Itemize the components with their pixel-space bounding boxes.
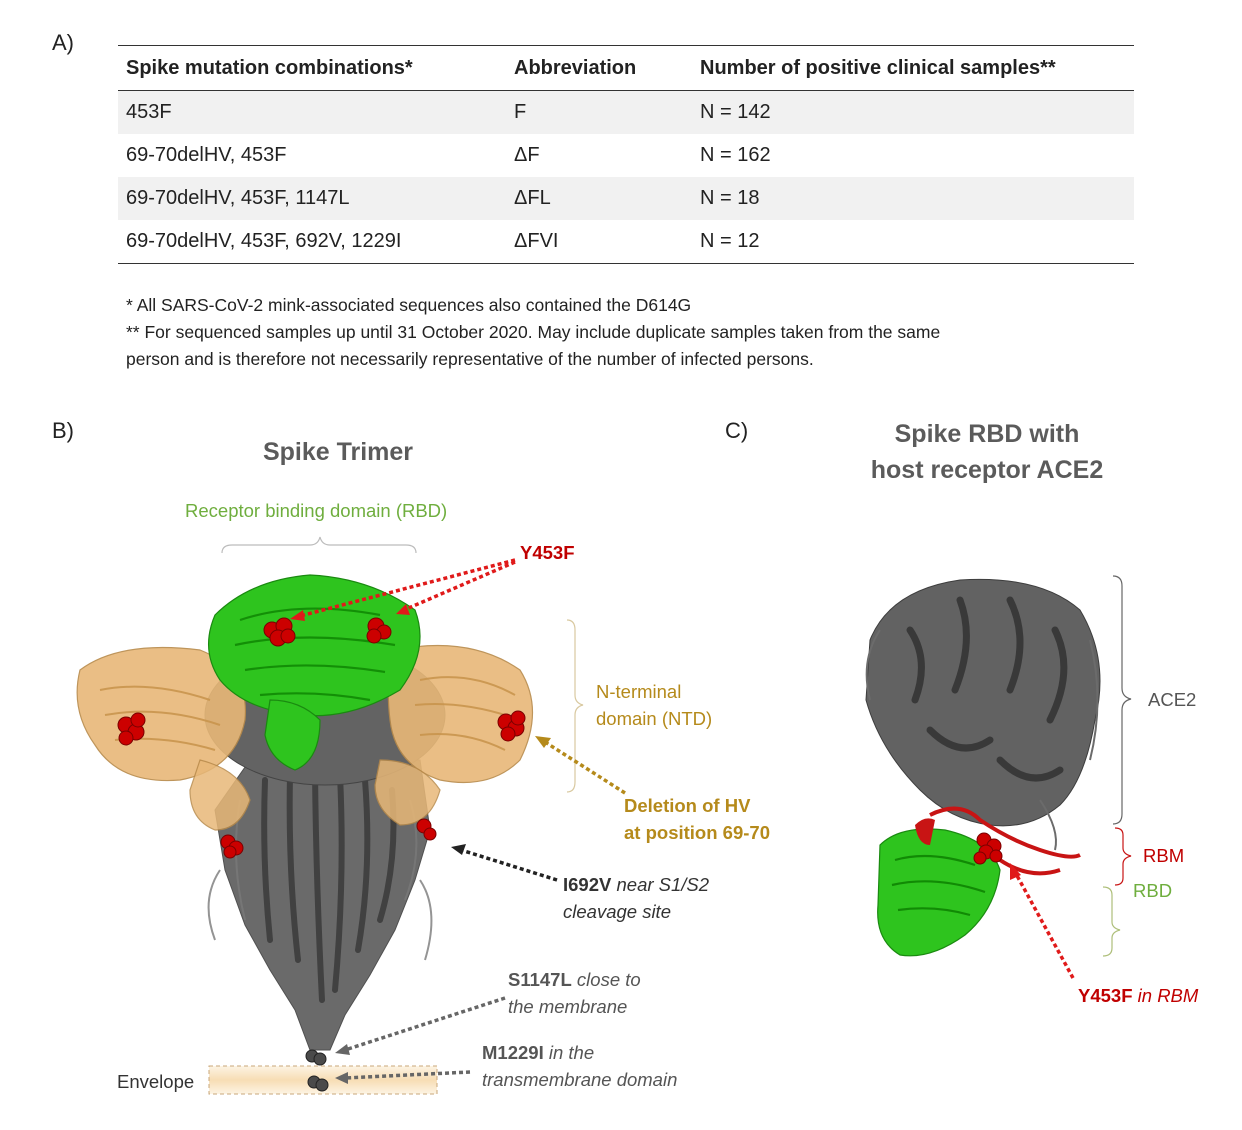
m1229i-arrowhead	[335, 1072, 348, 1084]
table-cell: 69-70delHV, 453F, 692V, 1229I	[118, 220, 506, 264]
table-cell: N = 142	[692, 90, 1134, 134]
table-header: Abbreviation	[506, 45, 692, 91]
rbd-ace2-title-line1: Spike RBD with	[894, 420, 1080, 448]
spike-trimer-title: Spike Trimer	[262, 438, 414, 466]
rbd-ace2-title-line2: host receptor ACE2	[870, 456, 1104, 484]
y453f-arrowhead-1	[290, 610, 305, 621]
table-row: 69-70delHV, 453F, 692V, 1229I ΔFVI N = 1…	[118, 220, 1134, 264]
rbm-label: RBM	[1143, 845, 1185, 866]
y453f-c-mutation: Y453F	[1078, 985, 1133, 1006]
mutation-table: Spike mutation combinations* Abbreviatio…	[118, 45, 1134, 264]
i692v-arrowhead	[451, 844, 466, 855]
ntd-bottom-left	[189, 759, 251, 831]
ntd-label-line1: N-terminal	[596, 681, 682, 702]
rbd-c-strands	[891, 854, 986, 917]
m1229i-label-line2: transmembrane domain	[482, 1069, 678, 1090]
table-cell: N = 12	[692, 220, 1134, 264]
table-cell: ΔFVI	[506, 220, 692, 264]
i692v-label-line1: I692V near S1/S2	[563, 871, 709, 898]
deletion-label-line2: at position 69-70	[624, 822, 770, 843]
m1229i-label-line1: M1229I in the	[482, 1039, 594, 1066]
s1147l-desc: close to	[571, 969, 641, 990]
ntd-bottom-right	[374, 759, 441, 826]
y453f-spheres	[263, 617, 392, 647]
s2-stalk	[214, 759, 431, 1051]
table-cell: 453F	[118, 90, 506, 134]
y453f-c-spheres	[973, 832, 1003, 865]
y453f-label: Y453F	[520, 542, 575, 563]
y453f-arrowhead-2	[396, 604, 410, 615]
m1229i-desc: in the	[543, 1042, 595, 1063]
rbd-green	[207, 574, 421, 771]
table-row: 69-70delHV, 453F, 1147L ΔFL N = 18	[118, 177, 1134, 220]
s1147l-arrow	[344, 996, 506, 1052]
rbd-c-structure	[877, 828, 1001, 957]
i692v-arrow	[460, 848, 558, 882]
ntd-bracket	[566, 619, 584, 793]
m1229i-mutation: M1229I	[482, 1042, 544, 1063]
rbm-red-fill	[915, 818, 935, 845]
ace2-label: ACE2	[1148, 689, 1197, 710]
deletion-arrowhead	[535, 736, 551, 748]
panel-label-c: C)	[725, 418, 749, 443]
ace2-helices	[906, 596, 1068, 782]
i692v-desc: near S1/S2	[611, 874, 710, 895]
y453f-c-arrowhead	[1010, 863, 1021, 880]
table-cell: N = 162	[700, 144, 771, 166]
footnote-2-line2: person and is therefore not necessarily …	[126, 349, 814, 369]
hv-deletion-spheres	[117, 710, 526, 746]
rbd-label: Receptor binding domain (RBD)	[185, 500, 448, 521]
s2-helices	[261, 767, 397, 1003]
ace2-structure	[865, 578, 1101, 827]
deletion-label-line1: Deletion of HV	[624, 795, 751, 816]
table-cell: 69-70delHV, 453F	[126, 144, 287, 166]
y453f-arrows	[299, 558, 516, 618]
table-header: Number of positive clinical samples**	[692, 45, 1134, 91]
ntd-label-line2: domain (NTD)	[596, 708, 713, 729]
table-row: 453F F N = 142	[118, 90, 1134, 134]
table-cell: N = 18	[692, 177, 1134, 220]
rbd-label-c: RBD	[1133, 880, 1173, 901]
ace2-loops	[865, 629, 1099, 851]
panel-label-a: A)	[52, 30, 74, 55]
y453f-rbm-label: Y453F in RBM	[1078, 982, 1198, 1009]
footnote-2-line1: ** For sequenced samples up until 31 Oct…	[126, 322, 941, 342]
rbm-red	[929, 806, 1081, 876]
ace2-bracket	[1112, 575, 1132, 825]
s1147l-label-line2: the membrane	[508, 996, 628, 1017]
table-header: Spike mutation combinations*	[118, 45, 506, 91]
deletion-arrow	[544, 740, 626, 795]
table-cell: ΔF	[514, 144, 540, 166]
rbm-bracket	[1114, 827, 1132, 886]
i692v-label-line2: cleavage site	[563, 901, 671, 922]
y453f-c-desc: in RBM	[1132, 985, 1199, 1006]
y453f-c-arrow	[1013, 871, 1075, 979]
rbd-bracket	[221, 536, 417, 554]
table-cell: F	[506, 90, 692, 134]
table-header-row: Spike mutation combinations* Abbreviatio…	[118, 45, 1134, 91]
s1147l-label-line1: S1147L close to	[508, 966, 641, 993]
table-row: 69-70delHV, 453F ΔF N = 162	[118, 134, 1134, 177]
table-cell: ΔFL	[506, 177, 692, 220]
tm-spheres	[305, 1049, 329, 1092]
footnote-1: * All SARS-CoV-2 mink-associated sequenc…	[126, 295, 692, 315]
s1147l-mutation: S1147L	[508, 969, 572, 990]
s1147l-arrowhead	[335, 1044, 350, 1055]
i692v-mutation: I692V	[563, 874, 612, 895]
table-cell: 69-70delHV, 453F, 1147L	[118, 177, 506, 220]
envelope-label: Envelope	[117, 1071, 195, 1092]
rbd-bracket-c	[1102, 886, 1121, 957]
panel-label-b: B)	[52, 418, 74, 443]
i692v-spheres	[220, 818, 437, 859]
